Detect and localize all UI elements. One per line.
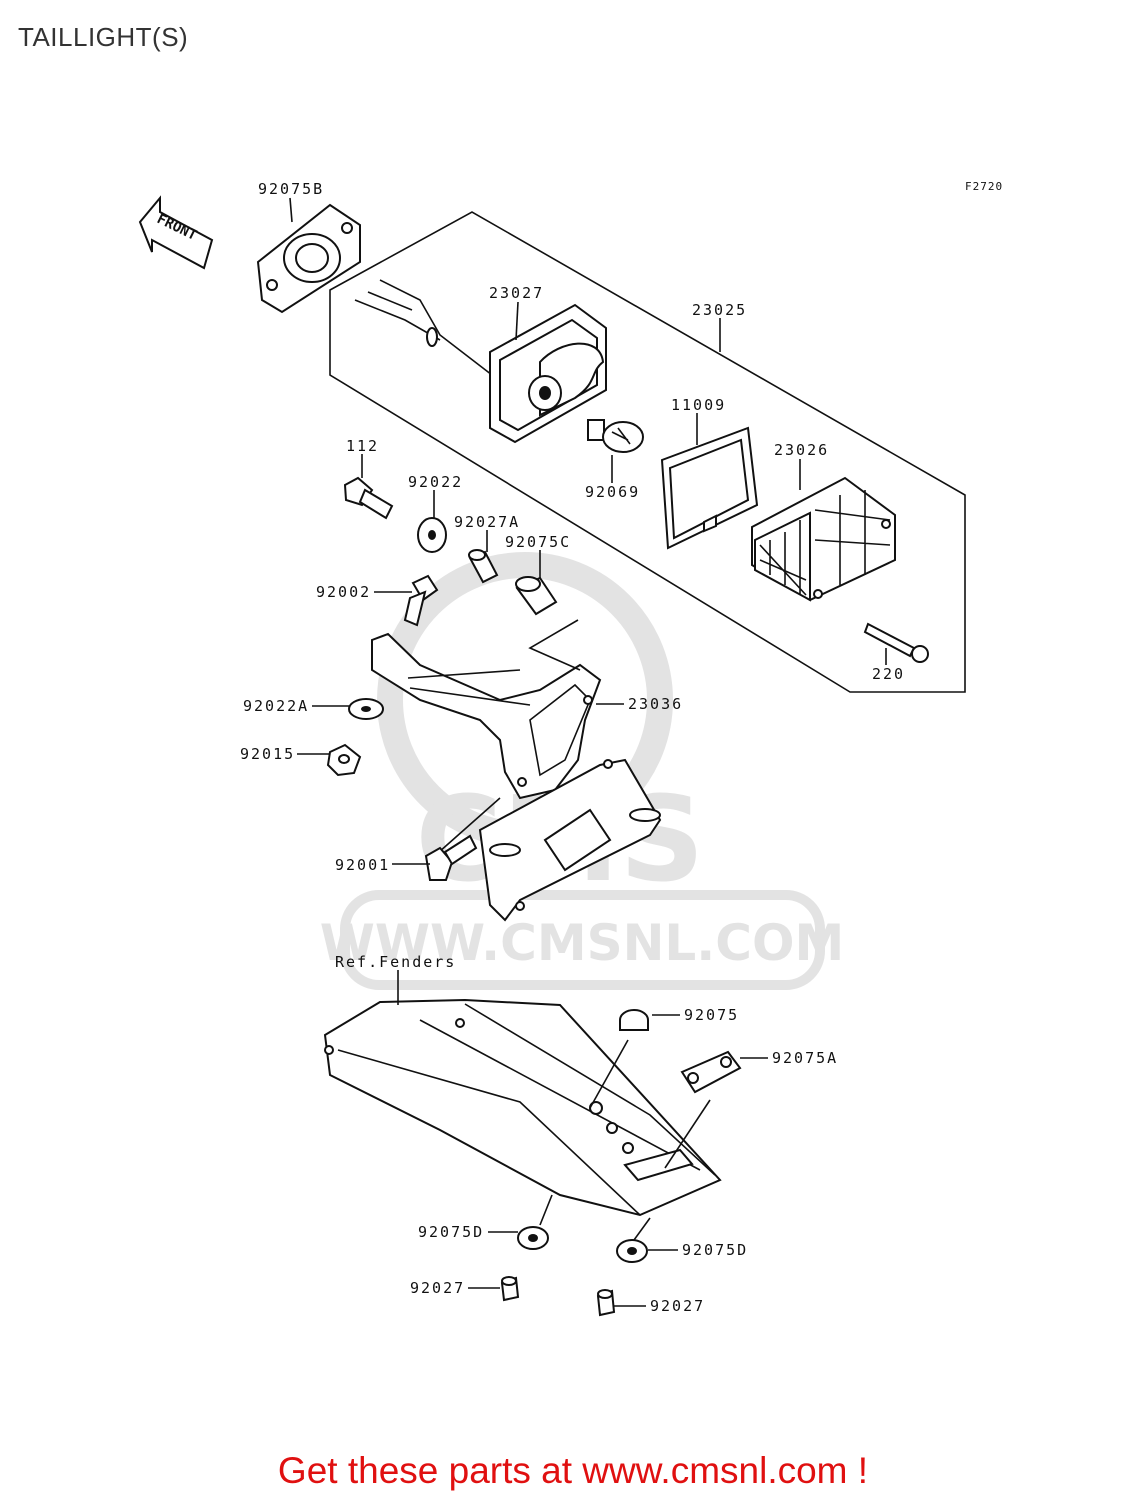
label-92075: 92075 [684,1006,739,1024]
part-labels: 92075B 23027 23025 11009 92069 23026 112… [240,180,905,1315]
label-92075B: 92075B [258,180,324,198]
leader-lines [289,197,887,1307]
label-23026: 23026 [774,441,829,459]
label-92075C: 92075C [505,533,571,551]
label-92075D-right: 92075D [682,1241,748,1259]
front-arrow-icon: FRONT [138,195,214,270]
part-92027-right [596,1289,616,1317]
label-92015: 92015 [240,745,295,763]
label-92022A: 92022A [243,697,309,715]
part-92075D-right [616,1239,648,1263]
part-23036 [371,632,662,922]
label-23025: 23025 [692,301,747,319]
part-23027 [354,279,607,444]
part-92027A [468,549,499,584]
rear-fender [323,998,722,1217]
label-92002: 92002 [316,583,371,601]
part-92015 [326,743,362,777]
part-92022 [417,517,447,553]
label-220: 220 [872,665,905,683]
label-92069: 92069 [585,483,640,501]
label-92027-left: 92027 [410,1279,465,1297]
figure-code: F2720 [965,180,1003,193]
watermark-url: WWW.CMSNL.COM [320,914,845,972]
label-92001: 92001 [335,856,390,874]
label-ref-fenders: Ref.Fenders [335,953,456,971]
page-title: TAILLIGHT(S) [18,22,189,52]
part-92075C [515,576,558,616]
label-23027: 23027 [489,284,544,302]
label-92022: 92022 [408,473,463,491]
watermark-url-frame [340,890,825,990]
part-92022A [348,698,384,720]
parts-diagram: CMS WWW.CMSNL.COM F2720 FRONT [138,180,1003,1317]
label-92075A: 92075A [772,1049,838,1067]
part-92002 [403,574,439,627]
label-23036: 23036 [628,695,683,713]
label-92027A: 92027A [454,513,520,531]
part-92001 [424,834,478,881]
label-112: 112 [346,437,379,455]
part-92075B [256,203,361,314]
part-220 [863,622,929,663]
label-92075D-left: 92075D [418,1223,484,1241]
part-23026 [751,476,896,602]
cta-link[interactable]: Get these parts at www.cmsnl.com ! [277,1450,869,1491]
part-92075 [619,1009,649,1031]
part-112 [343,476,394,520]
part-92075D-left [517,1226,549,1250]
part-92075A [680,1050,742,1094]
label-92027-right: 92027 [650,1297,705,1315]
part-92027-left [500,1276,520,1302]
part-92069 [587,419,644,453]
assembly-box-23025 [329,211,966,693]
label-11009: 11009 [671,396,726,414]
part-11009 [660,426,759,550]
